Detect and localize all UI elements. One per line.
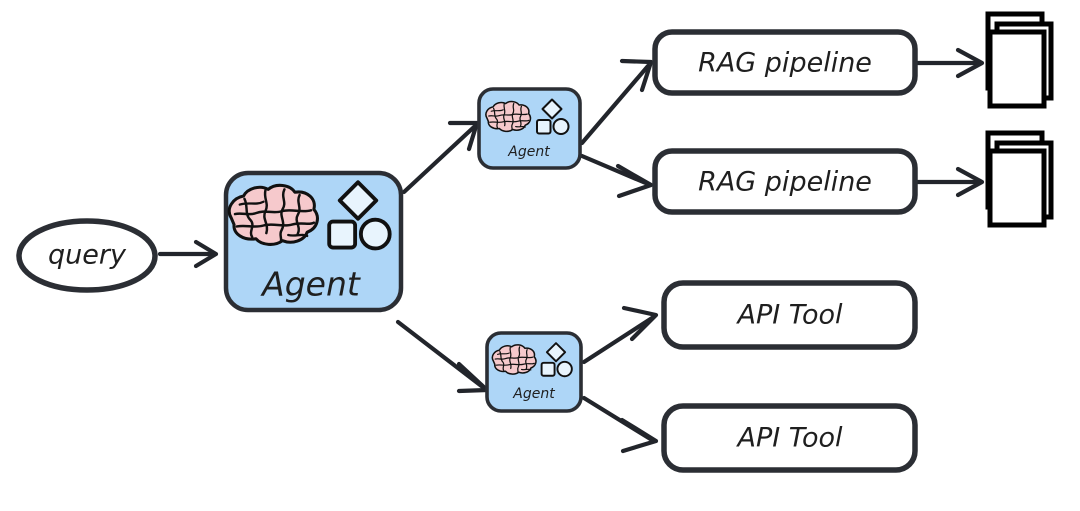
document-icon bbox=[987, 29, 1047, 109]
node-documents-2[interactable] bbox=[985, 130, 1054, 228]
edge-agent-sub-top-to-rag-pipeline-2 bbox=[579, 153, 654, 199]
edge-agent-sub-top-to-rag-pipeline-1 bbox=[579, 58, 654, 146]
node-api-tool-2[interactable]: API Tool bbox=[661, 403, 918, 473]
node-agent-main[interactable]: Agent bbox=[223, 170, 404, 313]
edge-agent-sub-bottom-to-api-tool-1 bbox=[581, 305, 659, 365]
node-query[interactable]: query bbox=[16, 218, 158, 293]
edge-agent-sub-bottom-to-api-tool-2 bbox=[581, 395, 659, 454]
node-documents-1[interactable] bbox=[985, 11, 1054, 109]
node-agent-sub-bottom[interactable]: Agent bbox=[485, 331, 583, 413]
node-api-tool-1[interactable]: API Tool bbox=[661, 280, 918, 350]
agent-sub-bottom-label: Agent bbox=[512, 386, 555, 402]
document-icon bbox=[987, 148, 1047, 228]
node-rag-pipeline-1[interactable]: RAG pipeline bbox=[652, 29, 918, 96]
rag-pipeline-2-label: RAG pipeline bbox=[698, 167, 872, 198]
agent-main-label: Agent bbox=[260, 265, 361, 304]
node-agent-sub-top[interactable]: Agent bbox=[477, 87, 582, 170]
agent-sub-top-label: Agent bbox=[507, 144, 550, 160]
edge-rag-pipeline-1-to-documents-1 bbox=[915, 47, 985, 79]
edge-query-to-agent-main bbox=[157, 239, 219, 269]
api-tool-2-label: API Tool bbox=[736, 423, 843, 454]
edge-agent-main-to-agent-sub-top bbox=[401, 120, 480, 195]
query-label: query bbox=[48, 240, 127, 271]
rag-pipeline-1-label: RAG pipeline bbox=[698, 48, 872, 79]
edge-rag-pipeline-2-to-documents-2 bbox=[915, 166, 985, 198]
node-rag-pipeline-2[interactable]: RAG pipeline bbox=[652, 148, 918, 215]
edge-agent-main-to-agent-sub-bottom bbox=[395, 319, 490, 394]
api-tool-1-label: API Tool bbox=[736, 300, 843, 331]
